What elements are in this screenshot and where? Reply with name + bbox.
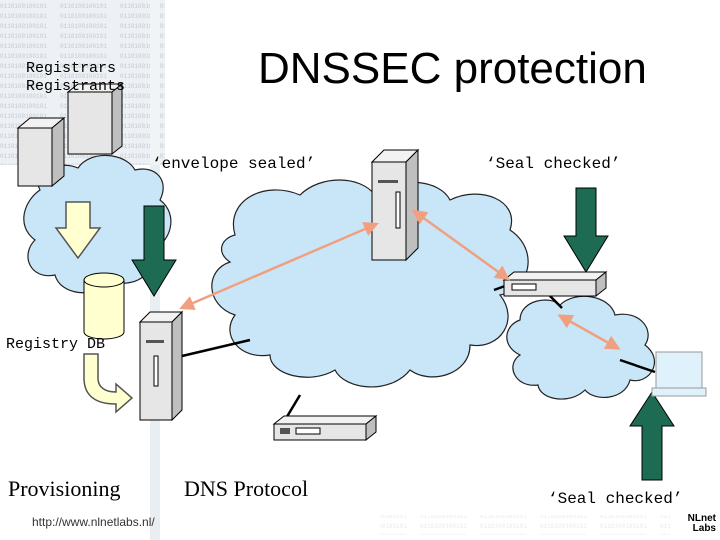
router-icon (272, 414, 378, 442)
binary-strip (380, 515, 670, 535)
yellow-down-arrow-icon (54, 201, 102, 260)
desktop-icon (16, 82, 124, 188)
logo-line-2: Labs (692, 523, 716, 534)
dns-protocol-label: DNS Protocol (184, 476, 309, 501)
nlnetlabs-logo: NLnet Labs (672, 514, 716, 538)
green-down-arrow-icon (563, 187, 609, 273)
cloud-right (506, 295, 656, 400)
seal-checked-top-label: ‘Seal checked’ (486, 155, 621, 173)
green-up-arrow-icon (629, 391, 675, 481)
seal-checked-bottom-label: ‘Seal checked’ (548, 490, 683, 508)
registrars-text: Registrars (26, 60, 117, 77)
laptop-icon (651, 351, 707, 397)
envelope-sealed-label: ‘envelope sealed’ (152, 155, 316, 173)
trust-links (179, 209, 621, 350)
registrars-label: Registrars Registrants (26, 60, 125, 96)
registry-db-label: Registry DB (6, 336, 106, 353)
provisioning-label: Provisioning (8, 476, 121, 501)
page-title: DNSSEC protection (258, 44, 647, 93)
logo-line-1: NLnet (687, 513, 716, 524)
green-down-arrow-icon (131, 205, 177, 297)
database-icon (83, 272, 125, 340)
server-icon (138, 310, 184, 422)
router-icon (502, 270, 608, 298)
registrants-text: Registrants (26, 78, 126, 95)
curved-arrow-icon (83, 353, 134, 414)
footer-url-link[interactable]: http://www.nlnetlabs.nl/ (32, 515, 155, 529)
server-icon (370, 148, 420, 262)
cloud-center (211, 179, 529, 388)
